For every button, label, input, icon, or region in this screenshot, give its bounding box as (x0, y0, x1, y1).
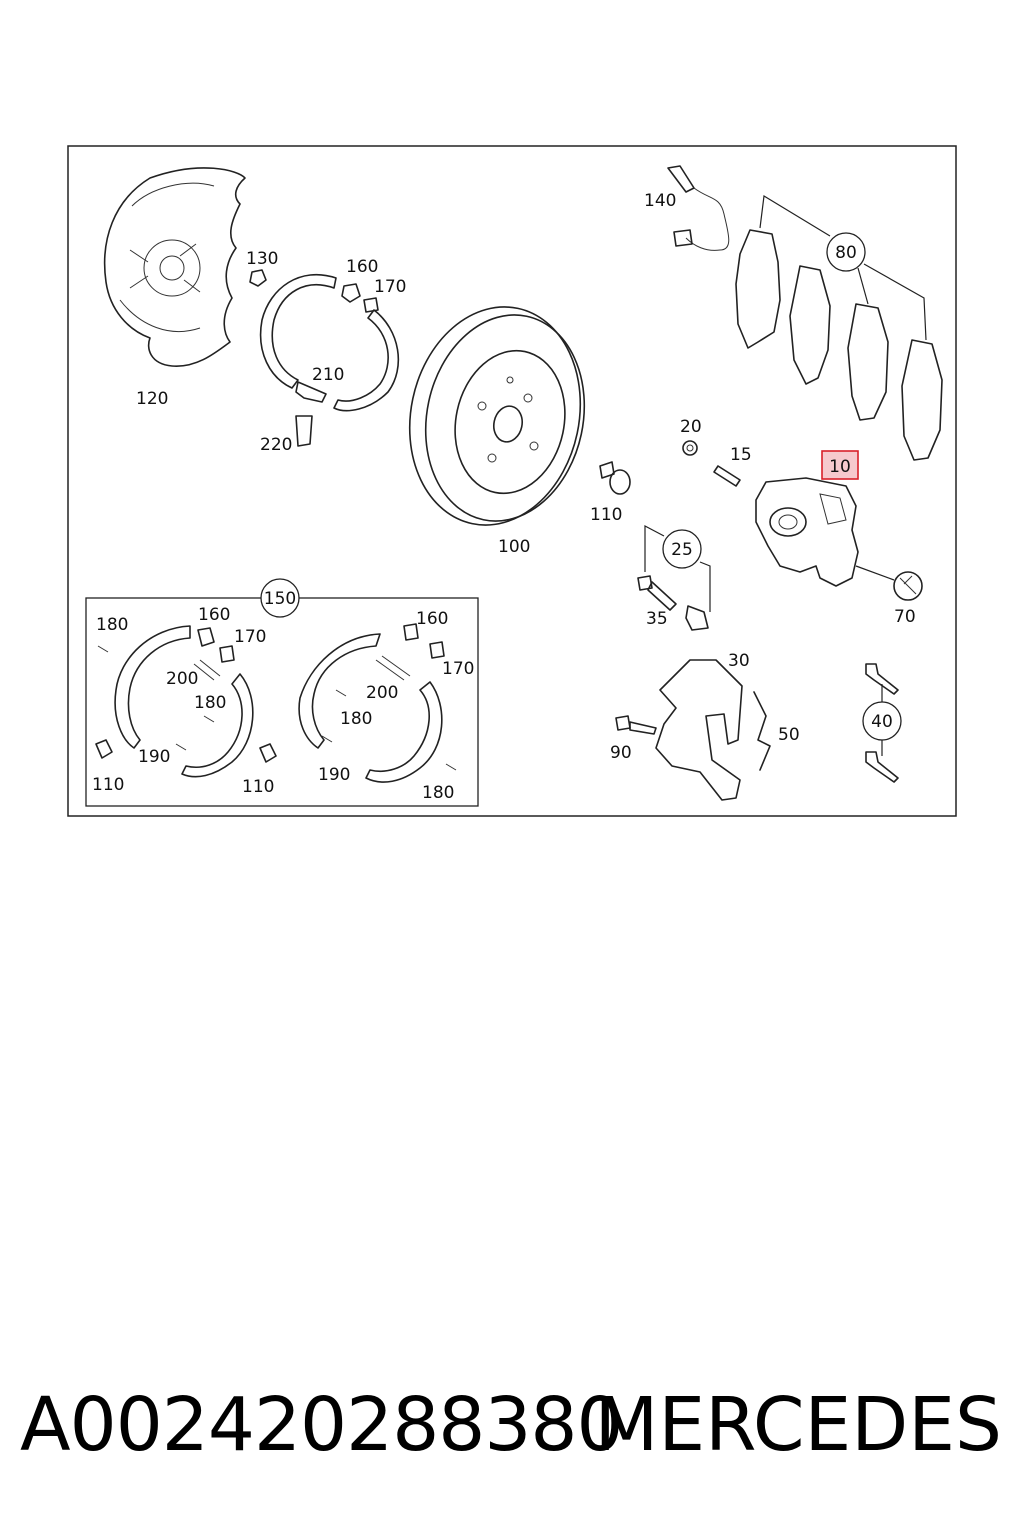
callout-40: 40 (871, 712, 893, 732)
brake-pads (735, 229, 943, 461)
callout-120: 120 (136, 389, 168, 409)
bracket-bolt (615, 715, 657, 735)
callout-190-a: 190 (138, 747, 170, 767)
callout-25: 25 (671, 540, 693, 560)
callout-35: 35 (646, 609, 668, 629)
callout-200-b: 200 (366, 683, 398, 703)
callout-180-d: 180 (422, 783, 454, 803)
callout-70: 70 (894, 607, 916, 627)
callout-160-b: 160 (416, 609, 448, 629)
callout-160: 160 (346, 257, 378, 277)
callout-30: 30 (728, 651, 750, 671)
brake-disc (408, 306, 586, 526)
callout-180-a: 180 (96, 615, 128, 635)
caliper-bracket (655, 659, 743, 801)
shield-bolt (249, 269, 267, 287)
wrench-symbol (855, 565, 923, 601)
highlighted-callout[interactable]: 10 (821, 450, 859, 480)
spring-clip (753, 691, 771, 771)
brand-name: MERCEDES (594, 1382, 1002, 1468)
callout-130: 130 (246, 249, 278, 269)
callout-90: 90 (610, 743, 632, 763)
parking-shoe-upper (259, 273, 400, 412)
callout-210: 210 (312, 365, 344, 385)
callout-200-a: 200 (166, 669, 198, 689)
callout-10: 10 (829, 457, 851, 477)
callout-100: 100 (498, 537, 530, 557)
splash-shield (103, 167, 246, 367)
wear-sensor (667, 165, 730, 251)
guide-pins (637, 525, 711, 631)
callout-170-a: 170 (234, 627, 266, 647)
callout-110: 110 (590, 505, 622, 525)
callout-110-a: 110 (92, 775, 124, 795)
callout-80: 80 (835, 243, 857, 263)
diagram-frame (67, 145, 957, 817)
brake-caliper (755, 477, 859, 587)
callout-50: 50 (778, 725, 800, 745)
disc-screw (599, 461, 631, 495)
adjuster (341, 283, 379, 313)
shoe-lever (295, 381, 327, 403)
callout-180-c: 180 (340, 709, 372, 729)
highlight-box (821, 450, 859, 480)
footer: A002420288380 MERCEDES (0, 1370, 1024, 1480)
callout-140: 140 (644, 191, 676, 211)
callout-150-circle: 150 (260, 578, 300, 618)
bleeder-cap (682, 440, 698, 456)
callout-25-circle: 25 (662, 529, 702, 569)
callout-160-a: 160 (198, 605, 230, 625)
callout-150: 150 (264, 589, 296, 609)
bleeder-screw (713, 465, 741, 487)
callout-110-b: 110 (242, 777, 274, 797)
part-number: A002420288380 (20, 1382, 624, 1468)
callout-labels: 120 130 160 170 210 220 100 110 20 15 14… (92, 191, 916, 803)
callout-170: 170 (374, 277, 406, 297)
shoe-kit-inset (85, 597, 479, 807)
callout-80-circle: 80 (826, 232, 866, 272)
shoe-kit-parts (95, 623, 457, 783)
callout-40-circle: 40 (862, 701, 902, 741)
lever-plate (295, 415, 313, 447)
bracket-bolts (865, 663, 899, 783)
callout-15: 15 (730, 445, 752, 465)
callout-190-b: 190 (318, 765, 350, 785)
callout-220: 220 (260, 435, 292, 455)
callout-170-b: 170 (442, 659, 474, 679)
callout-20: 20 (680, 417, 702, 437)
callout-180-b: 180 (194, 693, 226, 713)
